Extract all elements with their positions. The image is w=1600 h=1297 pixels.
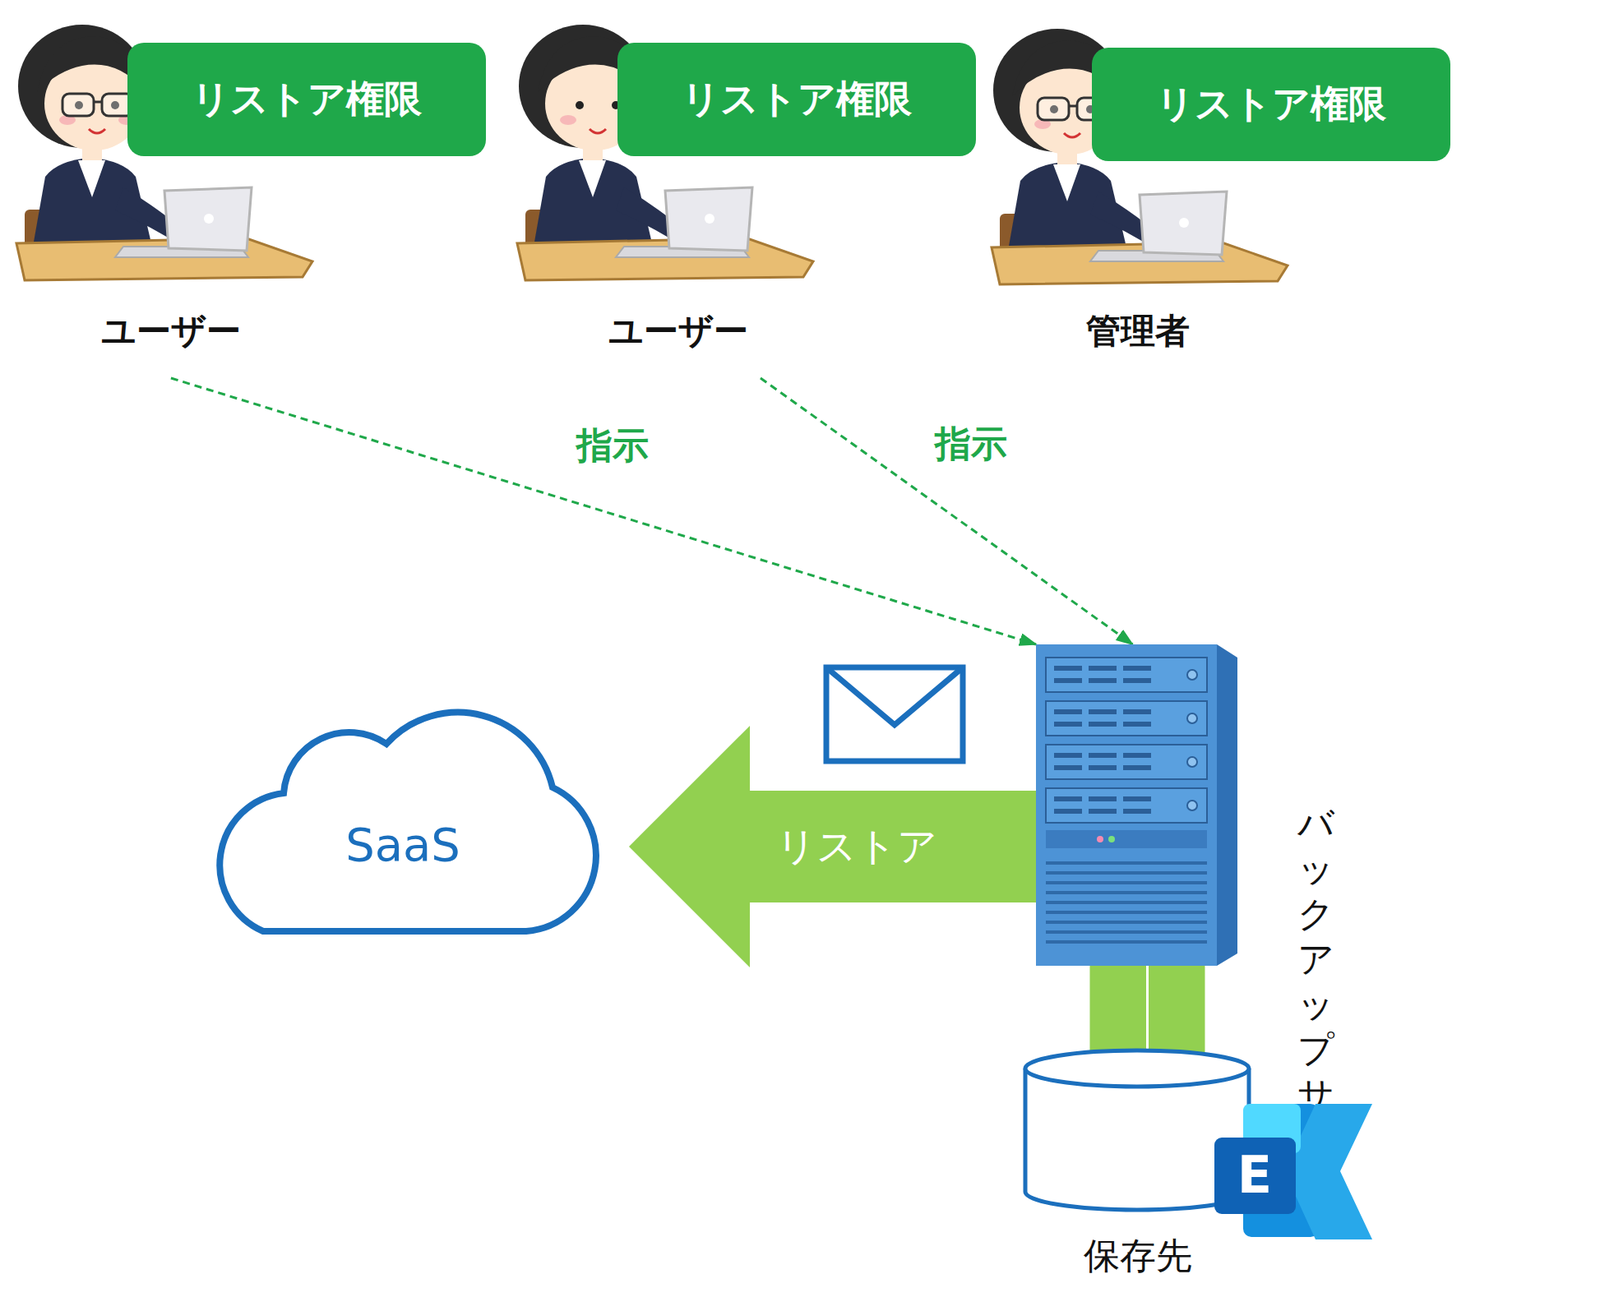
dashed-arrow [171,378,1036,645]
storage-cylinder: 保存先 [1023,1050,1250,1209]
role-label: 管理者 [1086,310,1190,352]
permission-badge: リストア権限 [127,42,486,157]
edge-label: リストア [776,823,938,871]
user-card: リストア権限ユーザー [509,32,979,379]
mail-icon [826,667,963,762]
user-card: リストア権限ユーザー [16,32,494,379]
node-outline [194,698,629,935]
role-label: ユーザー [101,310,241,352]
permission-badge: リストア権限 [617,42,976,157]
connector [628,726,1036,968]
permission-badge: リストア権限 [1091,47,1451,162]
edge-label: 指示 [931,422,1011,467]
block-arrow [628,726,1036,968]
node-outline [1035,644,1238,967]
admin-card: リストア権限管理者 [986,32,1456,379]
storage-label: 保存先 [1083,1234,1193,1279]
backup-server: バックアップ サーバー [1035,644,1238,967]
exchange-logo-letter: E [1237,1150,1272,1202]
saas-cloud: SaaS [194,698,629,935]
role-label: ユーザー [608,310,749,352]
node-outline [1023,1050,1250,1209]
connector [171,378,1036,645]
connector [760,378,1133,645]
cloud-label: SaaS [345,817,461,873]
edge-label: 指示 [573,424,653,468]
dashed-arrow [760,378,1133,645]
